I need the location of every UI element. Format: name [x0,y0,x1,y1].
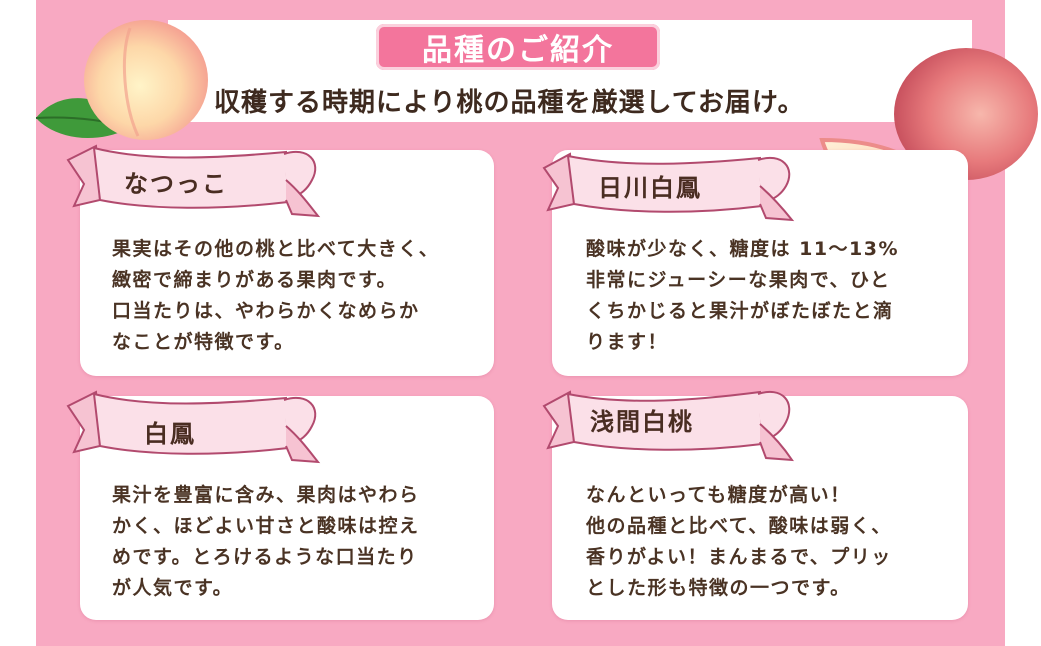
variety-name: 日川白鳳 [598,174,702,202]
page-subtitle: 収穫する時期により桃の品種を厳選してお届け。 [214,88,805,118]
variety-description: なんといっても糖度が高い！ 他の品種と比べて、酸味は弱く、 香りがよい！まんまる… [586,484,892,599]
page-title: 品種のご紹介 [376,24,660,70]
variety-name: 白鳳 [144,420,196,448]
variety-name: なつっこ [124,170,228,198]
variety-description: 果実はその他の桃と比べて大きく、 緻密で締まりがある果肉です。 口当たりは、やわ… [112,238,440,353]
variety-name: 浅間白桃 [590,408,694,436]
ribbon-banner [542,152,795,222]
variety-description: 酸味が少なく、糖度は 11〜13% 非常にジューシーな果肉で、ひと くちかじると… [586,238,900,353]
peach-left-image [35,20,208,140]
variety-description: 果汁を豊富に含み、果肉はやわら かく、ほどよい甘さと酸味は控え めです。とろける… [112,484,420,599]
ribbon-banner [542,390,794,462]
ribbon-banner [66,144,321,218]
ribbon-banner [66,390,321,464]
